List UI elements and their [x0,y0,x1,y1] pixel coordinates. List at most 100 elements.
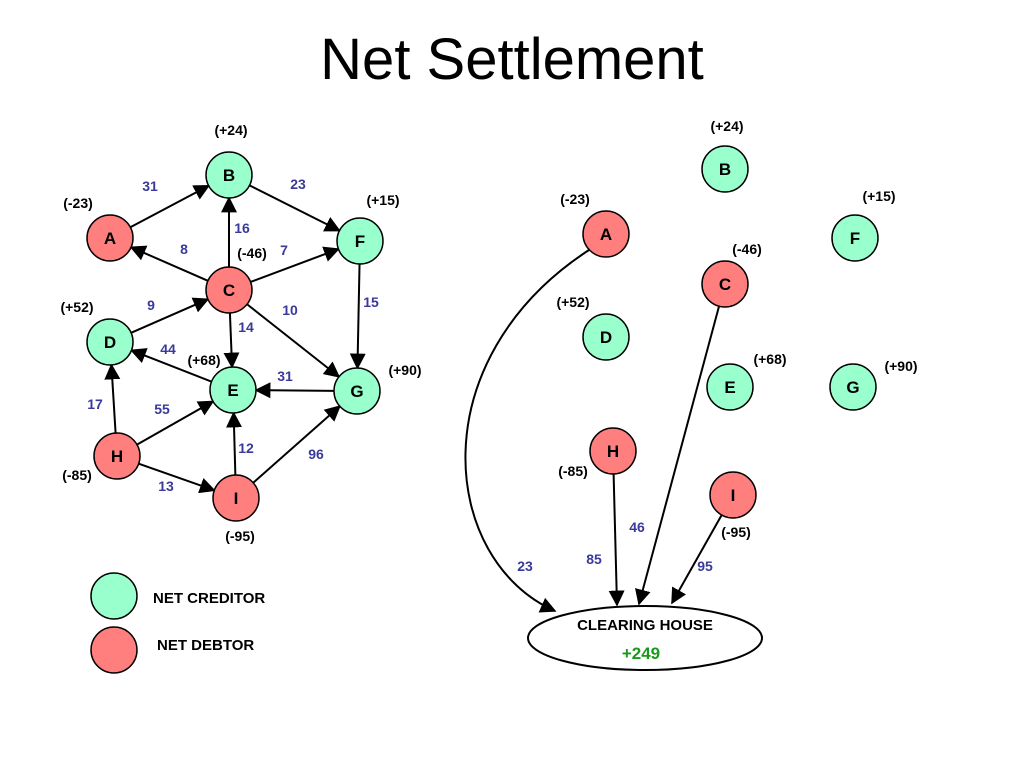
node-label: E [724,378,735,397]
net-edge-a [464,249,590,613]
flow-amount: 13 [158,478,174,494]
node-balance: (+68) [753,351,786,367]
node-label: C [719,275,731,294]
node-circle [831,214,879,262]
node-label: B [223,166,235,185]
node-label: F [850,229,860,248]
node-circle [205,266,253,314]
node-circle [701,260,749,308]
clearing-house-ellipse [527,605,763,671]
node-balance: (-23) [63,195,93,211]
flow-amount: 14 [238,319,254,335]
node-label: A [600,225,612,244]
node-circle [212,474,260,522]
flow-edge-c-g [246,303,341,378]
net-amount: 95 [697,558,713,574]
node-circle [829,363,877,411]
node-balance: (-85) [558,463,588,479]
flow-amount: 31 [277,368,293,384]
node-balance: (+90) [388,362,421,378]
node-balance: (+24) [710,118,743,134]
node-label: H [607,442,619,461]
node-circle [93,432,141,480]
node-label: G [846,378,859,397]
flow-edge-i-e [226,411,243,476]
node-circle [589,427,637,475]
net-node-d: D (+52) [556,294,630,361]
node-label: G [350,382,363,401]
net-node-g: G (+90) [829,358,918,411]
net-node-i: I (-95) [709,471,757,540]
net-flow-edges: 23 85 46 95 [464,249,723,613]
gross-node-c: C(-46) [205,245,267,314]
gross-node-h: H(-85) [62,432,141,483]
flow-edge-e-d [129,348,212,383]
node-label: D [600,328,612,347]
gross-node-d: D (+52) [60,299,134,366]
node-balance: (+68) [187,352,220,368]
flow-amount: 44 [160,341,176,357]
node-balance: (-95) [721,524,751,540]
gross-node-i: I (-95) [212,474,260,544]
node-label: D [104,333,116,352]
node-circle [582,313,630,361]
net-edge-c [635,305,720,606]
net-amount: 46 [629,519,645,535]
net-node-a: A(-23) [560,191,630,258]
node-balance: (+15) [366,192,399,208]
flow-amount: 55 [154,401,170,417]
node-label: I [234,489,239,508]
net-edge-i [671,514,723,605]
gross-node-g: G (+90) [333,362,422,415]
net-node-h: H (-85) [558,427,637,479]
node-label: E [227,381,238,400]
node-balance: (-46) [732,241,762,257]
flow-edge-c-a [129,245,209,282]
node-circle [333,367,381,415]
legend-creditor-swatch [90,572,138,620]
net-amount: 23 [517,558,533,574]
flow-amount: 12 [238,440,254,456]
net-amount: 85 [586,551,602,567]
flow-edge-g-e [254,382,335,399]
node-label: H [111,447,123,466]
flow-amount: 31 [142,178,158,194]
flow-amount: 8 [180,241,188,257]
legend-creditor-label: NET CREDITOR [153,590,265,607]
flow-amount: 16 [234,220,250,236]
gross-node-f: F(+15) [336,192,400,265]
node-label: I [731,486,736,505]
node-circle [209,366,257,414]
node-balance: (+15) [862,188,895,204]
node-label: B [719,160,731,179]
net-edge-h [608,473,625,607]
flow-edge-c-f [250,246,340,283]
legend: NET CREDITOR NET DEBTOR [90,572,265,674]
node-circle [86,318,134,366]
net-node-b: B (+24) [701,118,749,193]
flow-edge-h-e [136,400,215,446]
page-title: Net Settlement [320,27,704,92]
clearing-house: CLEARING HOUSE +249 [527,605,763,671]
gross-node-e: E (+68) [187,352,257,414]
legend-debtor-label: NET DEBTOR [157,637,254,654]
flow-amount: 15 [363,294,379,310]
clearing-house-total: +249 [622,644,660,663]
flow-amount: 7 [280,242,288,258]
gross-node-b: B(+24) [205,122,253,199]
flow-amount: 23 [290,176,306,192]
flow-edge-f-g [349,263,366,370]
node-circle [701,145,749,193]
flow-amount: 96 [308,446,324,462]
flow-edge-b-f [249,184,341,232]
node-balance: (+52) [556,294,589,310]
node-balance: (+52) [60,299,93,315]
flow-amount: 10 [282,302,298,318]
net-node-e: E (+68) [706,351,787,411]
node-circle [706,363,754,411]
node-balance: (-95) [225,528,255,544]
node-balance: (+90) [884,358,917,374]
gross-network-nodes: A(-23)B(+24)C(-46)D(+52)E(+68)F(+15)G(+9… [60,122,421,544]
